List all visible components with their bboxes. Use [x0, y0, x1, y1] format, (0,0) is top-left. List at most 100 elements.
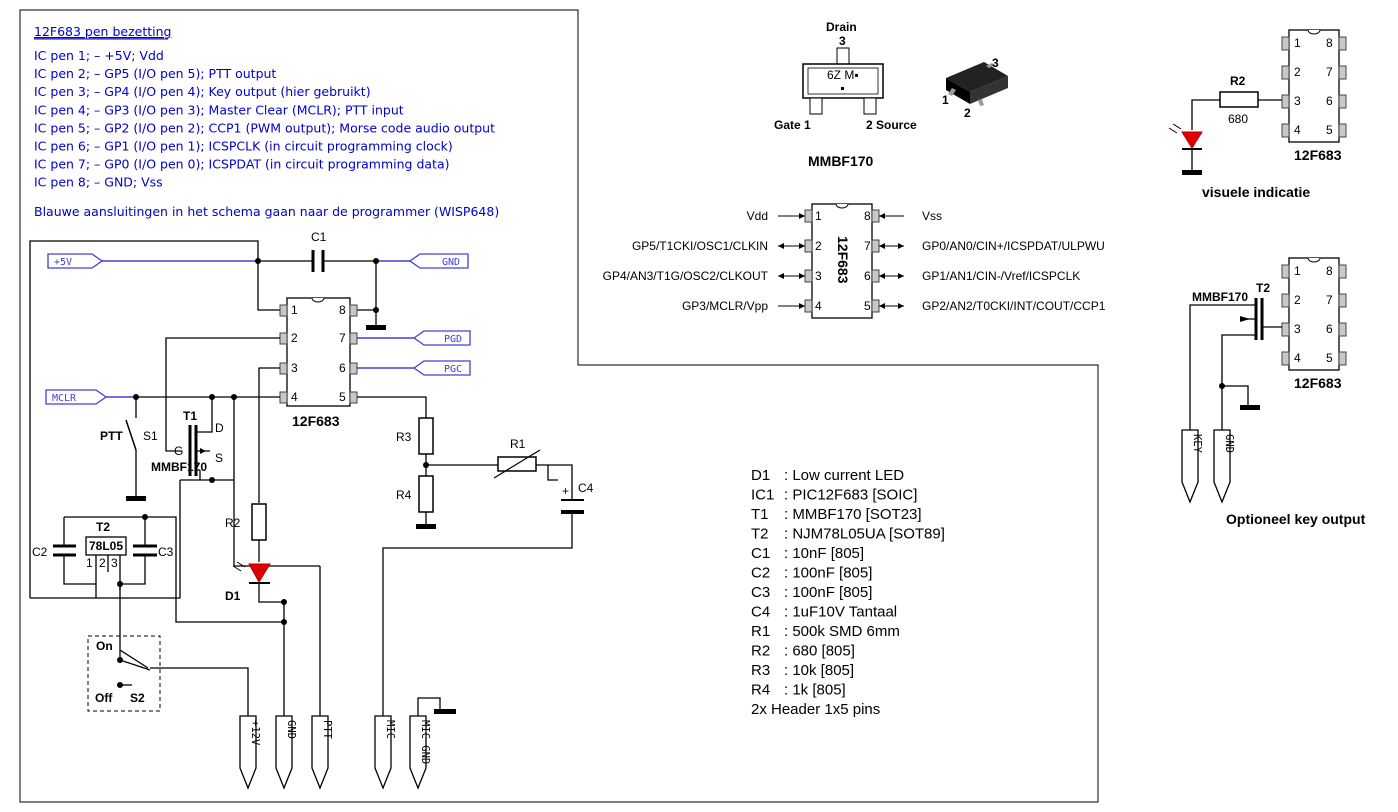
- wire-source-left: [30, 480, 181, 599]
- pinout-right-label: Vss: [922, 209, 942, 223]
- key-gnd: [1222, 385, 1249, 406]
- wire-pin3: [258, 367, 280, 503]
- reg-pin-2: 2: [99, 556, 106, 570]
- ic-pin: [349, 304, 358, 317]
- r2-label: R2: [225, 516, 241, 530]
- bom-value: : 1uF10V Tantaal: [784, 604, 897, 621]
- key-ic-notch: [1307, 257, 1321, 263]
- key-t2-label: T2: [1256, 281, 1270, 295]
- small-ic-pin-number: 6: [1326, 322, 1333, 336]
- visual-ic-label: 12F683: [1294, 147, 1342, 163]
- bom-row: T1: MMBF170 [SOT23]: [751, 506, 922, 523]
- small-ic-pin: [1338, 123, 1347, 138]
- wire-gnd-header: [258, 583, 285, 716]
- r1-label: R1: [510, 437, 526, 451]
- wire-mic: [382, 512, 573, 716]
- pinout-pin: [804, 299, 813, 313]
- visual-ic-body: [1288, 29, 1340, 143]
- header-shape: [275, 715, 293, 790]
- mmbf-title: MMBF170: [808, 153, 874, 169]
- bom-row: IC1: PIC12F683 [SOIC]: [751, 487, 917, 504]
- pinout-note: Blauwe aansluitingen in het schema gaan …: [34, 204, 499, 219]
- junction: [281, 619, 287, 625]
- wire-c3: [120, 517, 146, 585]
- pinout-line: IC pen 7; – GP0 (I/O pen 0); ICSPDAT (in…: [34, 157, 450, 172]
- small-ic-pin-number: 1: [1294, 36, 1301, 50]
- s2-off: Off: [95, 691, 113, 705]
- pinout-left-label: GP4/AN3/T1G/OSC2/CLKOUT: [603, 269, 769, 283]
- pinout-line: IC pen 8; – GND; Vss: [34, 175, 163, 190]
- c4-label: C4: [578, 481, 594, 495]
- small-ic-pin: [1281, 322, 1290, 337]
- frame: [19, 9, 1099, 803]
- port-pgc: [412, 360, 471, 376]
- small-ic-pin-number: 2: [1294, 65, 1301, 79]
- wire-pin2: [165, 337, 280, 452]
- junction: [255, 258, 261, 264]
- visual-r2: [1219, 91, 1259, 108]
- pinout-arrow: [778, 243, 784, 249]
- ground-symbol: [126, 496, 146, 501]
- c1-label: C1: [311, 230, 327, 244]
- pinout-arrow: [879, 273, 885, 279]
- wire-t1-drain: [200, 397, 213, 433]
- pinout-arrow: [898, 243, 904, 249]
- key-ic-body: [1288, 257, 1340, 371]
- bom-value: : 100nF [805]: [784, 565, 872, 582]
- small-ic-pin: [1338, 293, 1347, 308]
- bom-row: R1: 500k SMD 6mm: [751, 623, 900, 640]
- wire-t1-source: [180, 470, 234, 481]
- visual-r2-label: R2: [1230, 74, 1246, 88]
- wire-reg-top: [64, 516, 284, 623]
- key-caption: Optioneel key output: [1226, 511, 1366, 527]
- pinout-title: 12F683 pen bezetting: [34, 24, 171, 39]
- mmbf-marking: 6Z M▪: [827, 68, 859, 82]
- bom-value: : 680 [805]: [784, 643, 855, 660]
- visual-led-rays: [1168, 123, 1182, 134]
- junction: [142, 514, 148, 520]
- pinout-left-label: Vdd: [747, 209, 768, 223]
- small-ic-pin: [1338, 36, 1347, 51]
- d1-label: D1: [225, 589, 241, 603]
- pinout-right-label: GP2/AN2/T0CKI/INT/COUT/CCP1: [922, 299, 1106, 313]
- bom-ref: IC1: [751, 487, 774, 504]
- pinout-arrow: [898, 273, 904, 279]
- ic-pin-number: 7: [339, 331, 346, 345]
- small-ic-pin: [1281, 36, 1290, 51]
- key-header: GND: [1213, 429, 1235, 504]
- bom-row: R2: 680 [805]: [751, 643, 855, 660]
- s2-label: S2: [130, 691, 145, 705]
- pinout-pin: [871, 239, 880, 253]
- pinout-pin-number: 1: [815, 209, 822, 223]
- port-mclr-label: MCLR: [52, 393, 77, 404]
- bom-row: C2: 100nF [805]: [751, 565, 872, 582]
- ic-pin: [349, 362, 358, 375]
- small-ic-pin-number: 2: [1294, 293, 1301, 307]
- pinout-pin: [871, 269, 880, 283]
- t1-s: S: [215, 451, 223, 465]
- ic-pin: [279, 304, 288, 317]
- ic-pin-number: 1: [291, 303, 298, 317]
- pinout-pin-number: 6: [864, 269, 871, 283]
- bom-ref: R1: [751, 623, 770, 640]
- key-header: KEY: [1181, 429, 1203, 504]
- port-pgc-label: PGC: [444, 364, 462, 375]
- junction: [117, 682, 123, 688]
- pinout-arrow: [799, 213, 805, 219]
- s1-label: S1: [143, 429, 158, 443]
- r4-label: R4: [396, 488, 412, 502]
- junction: [373, 258, 379, 264]
- bom-row: R4: 1k [805]: [751, 682, 846, 699]
- header-label: MIC: [384, 720, 396, 739]
- port-pgd: [412, 330, 471, 346]
- ground-symbol: [1240, 405, 1260, 410]
- mmbf-3d-pin1: 1: [942, 93, 949, 107]
- ic-main-label: 12F683: [292, 413, 340, 429]
- mmbf-3d-pin2: 2: [964, 106, 971, 120]
- reg-pin-3: 3: [111, 556, 118, 570]
- header-label: GND: [285, 720, 297, 739]
- ic-pinout-notch: [835, 203, 849, 209]
- bom-value: 2x Header 1x5 pins: [751, 701, 880, 718]
- r2: [251, 503, 267, 541]
